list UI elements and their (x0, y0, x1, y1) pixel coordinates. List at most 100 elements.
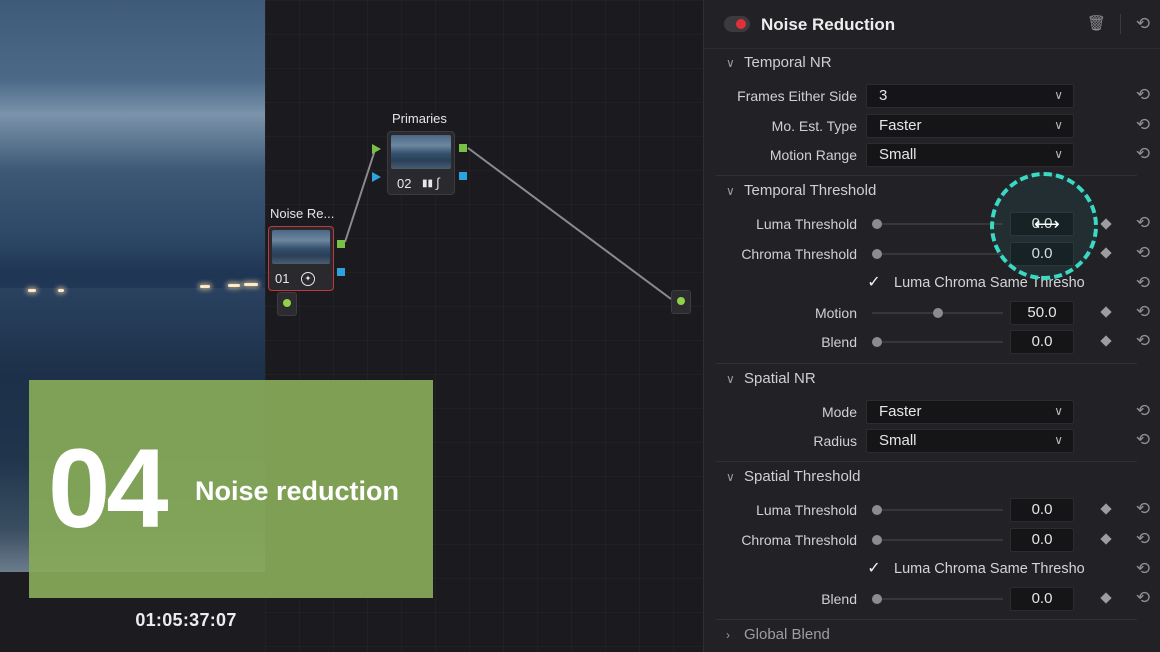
connection-line (467, 147, 672, 300)
chevron-down-icon: ∨ (726, 470, 735, 484)
frames-either-side-dropdown[interactable]: 3 ∨ (866, 84, 1074, 108)
reset-icon[interactable]: ⟲ (1135, 430, 1151, 449)
keyframe-diamond-icon[interactable] (1100, 247, 1112, 259)
reset-icon[interactable]: ⟲ (1135, 243, 1151, 262)
reset-icon[interactable]: ⟲ (1135, 529, 1151, 548)
dropdown-value: Faster (879, 403, 922, 420)
spatial-chroma-threshold-slider[interactable] (872, 530, 1003, 550)
bar-graph-icon: ▮▮ (422, 178, 434, 189)
enable-toggle[interactable] (724, 16, 750, 32)
section-title: Global Blend (744, 626, 830, 643)
motion-slider[interactable] (872, 303, 1003, 323)
spatial-luma-chroma-same-checkbox[interactable]: ✓ (867, 560, 881, 577)
chroma-threshold-label: Chroma Threshold (741, 246, 857, 262)
node-connections (344, 147, 672, 300)
slider-knob[interactable] (872, 219, 882, 229)
node-02[interactable]: 02 ▮▮ ∫ (387, 131, 455, 195)
node-graph[interactable]: Noise Re... 01 ✦ Primaries 02 ▮▮ ∫ (265, 0, 703, 652)
keyframe-diamond-icon[interactable] (1100, 592, 1112, 604)
section-title: Spatial Threshold (744, 468, 861, 485)
chroma-threshold-slider[interactable] (872, 244, 1003, 264)
slider-knob[interactable] (872, 594, 882, 604)
spatial-luma-threshold-value[interactable]: 0.0 (1010, 498, 1074, 522)
spatial-luma-threshold-slider[interactable] (872, 500, 1003, 520)
reset-icon[interactable]: ⟲ (1135, 302, 1151, 321)
chevron-down-icon: ∨ (726, 56, 735, 70)
chapter-title: Noise reduction (195, 476, 400, 506)
shore-light (28, 289, 36, 292)
shore-light (228, 284, 240, 287)
curve-icon: ∫ (436, 175, 440, 190)
spatial-blend-label: Blend (821, 591, 857, 607)
reset-icon[interactable]: ⟲ (1135, 144, 1151, 163)
chevron-down-icon: ∨ (1054, 404, 1063, 418)
trash-icon[interactable]: 🗑 (1087, 15, 1107, 32)
enable-indicator-icon (736, 19, 746, 29)
radius-label: Radius (813, 433, 857, 449)
keyframe-diamond-icon[interactable] (1100, 503, 1112, 515)
mode-dropdown[interactable]: Faster ∨ (866, 400, 1074, 424)
mo-est-type-dropdown[interactable]: Faster ∨ (866, 114, 1074, 138)
luma-threshold-slider[interactable] (872, 214, 1003, 234)
section-temporal-threshold[interactable]: ∨Temporal Threshold (726, 182, 876, 199)
reset-icon[interactable]: ⟲ (1135, 213, 1151, 232)
reset-icon[interactable]: ⟲ (1135, 115, 1151, 134)
node-01-rgb-output[interactable] (337, 240, 345, 248)
panel-header: Noise Reduction 🗑 ⟲ (704, 0, 1160, 49)
slider-knob[interactable] (872, 249, 882, 259)
chevron-down-icon: ∨ (726, 184, 735, 198)
keyframe-diamond-icon[interactable] (1100, 533, 1112, 545)
reset-icon[interactable]: ⟲ (1135, 401, 1151, 420)
node-graph-output[interactable] (671, 290, 691, 314)
motion-range-dropdown[interactable]: Small ∨ (866, 143, 1074, 167)
slider-knob[interactable] (872, 505, 882, 515)
keyframe-diamond-icon[interactable] (1100, 218, 1112, 230)
reset-all-icon[interactable]: ⟲ (1135, 14, 1151, 33)
node-02-rgb-input[interactable] (372, 144, 381, 154)
shore-light (200, 285, 210, 288)
motion-value[interactable]: 50.0 (1010, 301, 1074, 325)
blend-label: Blend (821, 334, 857, 350)
dropdown-value: Small (879, 432, 917, 449)
blend-slider[interactable] (872, 332, 1003, 352)
section-spatial-threshold[interactable]: ∨ Spatial Threshold (726, 468, 860, 485)
section-global-blend[interactable]: ›Global Blend (726, 626, 830, 643)
section-temporal-nr[interactable]: ∨Temporal NR (726, 54, 832, 71)
noise-reduction-panel: Noise Reduction 🗑 ⟲ ∨Temporal NR Frames … (703, 0, 1160, 652)
node-02-alpha-input[interactable] (372, 172, 381, 182)
shore-light (244, 283, 258, 286)
motion-range-label: Motion Range (769, 147, 857, 163)
spatial-luma-chroma-same-label: Luma Chroma Same Thresho (894, 561, 1085, 577)
node-01-thumbnail (272, 230, 330, 264)
keyframe-diamond-icon[interactable] (1100, 335, 1112, 347)
chevron-down-icon: ∨ (1054, 118, 1063, 132)
reset-icon[interactable]: ⟲ (1135, 331, 1151, 350)
dropdown-value: 3 (879, 87, 888, 104)
chapter-title-card (29, 380, 433, 598)
node-01-key-input[interactable] (277, 292, 297, 316)
slider-knob[interactable] (872, 535, 882, 545)
radius-dropdown[interactable]: Small ∨ (866, 429, 1074, 453)
divider (716, 619, 1137, 620)
keyframe-diamond-icon[interactable] (1100, 306, 1112, 318)
mode-label: Mode (821, 404, 857, 420)
node-02-alpha-output[interactable] (459, 172, 467, 180)
reset-icon[interactable]: ⟲ (1135, 85, 1151, 104)
reset-icon[interactable]: ⟲ (1135, 499, 1151, 518)
slider-knob[interactable] (872, 337, 882, 347)
spatial-blend-value[interactable]: 0.0 (1010, 587, 1074, 611)
reset-icon[interactable]: ⟲ (1135, 588, 1151, 607)
slider-knob[interactable] (933, 308, 943, 318)
blend-value[interactable]: 0.0 (1010, 330, 1074, 354)
section-spatial-nr[interactable]: ∨Spatial NR (726, 370, 816, 387)
node-02-rgb-output[interactable] (459, 144, 467, 152)
node-01-alpha-output[interactable] (337, 268, 345, 276)
luma-chroma-same-checkbox[interactable]: ✓ (867, 274, 881, 291)
chapter-number: 04 (48, 426, 169, 551)
reset-icon[interactable]: ⟲ (1135, 273, 1151, 292)
spatial-chroma-threshold-value[interactable]: 0.0 (1010, 528, 1074, 552)
node-02-number: 02 (397, 176, 412, 191)
reset-icon[interactable]: ⟲ (1135, 559, 1151, 578)
node-01[interactable]: 01 ✦ (268, 226, 334, 291)
spatial-blend-slider[interactable] (872, 589, 1003, 609)
